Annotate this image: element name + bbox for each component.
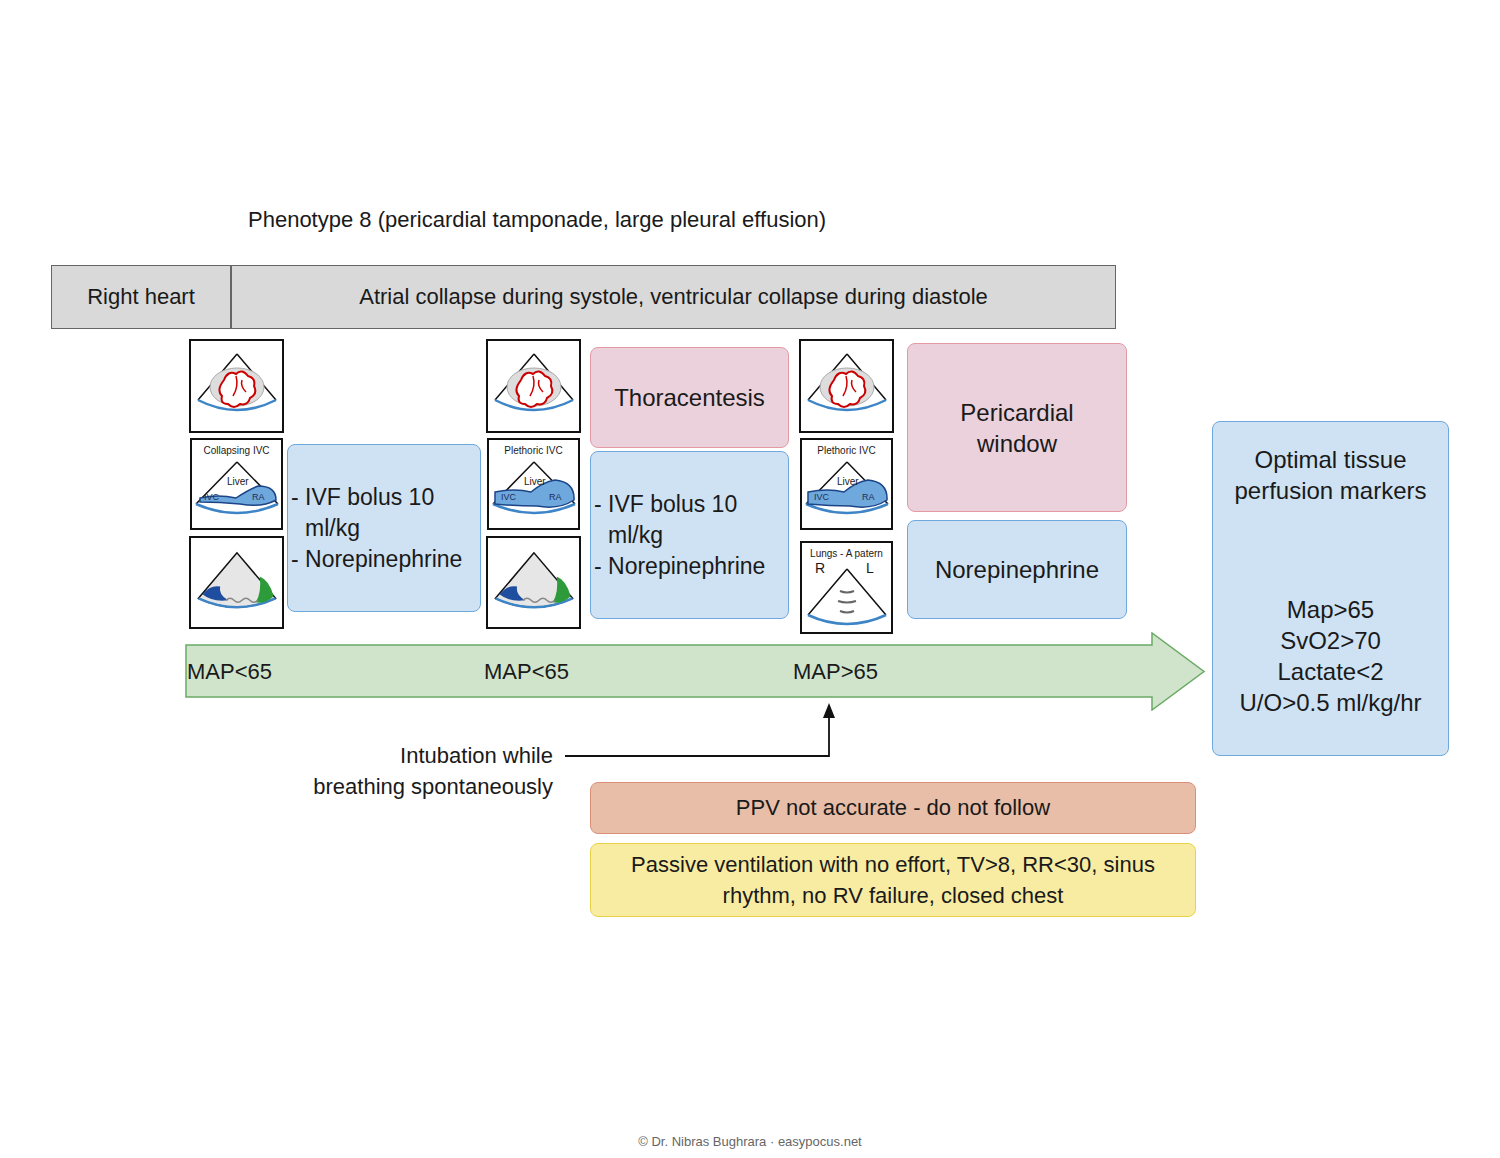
- node-text: Thoracentesis: [614, 384, 765, 412]
- node-text: - Norepinephrine: [288, 544, 480, 575]
- node-text: RA: [862, 492, 875, 503]
- leader-arrowhead: [823, 703, 835, 718]
- node-text: MAP<65: [187, 659, 272, 685]
- node-text: Atrial collapse during systole, ventricu…: [359, 284, 988, 310]
- node-text: MAP<65: [484, 659, 569, 685]
- ivc-echo-icon: [196, 462, 278, 513]
- ivc-icon-box: Plethoric IVC LiverIVC RA: [487, 438, 580, 530]
- timeline-arrow: MAP<65 MAP<65 MAP>65: [185, 632, 1206, 711]
- icon-frame: [487, 340, 580, 432]
- node-text: - Norepinephrine: [591, 551, 788, 582]
- lung-echo-icon: [808, 569, 886, 624]
- node-text: Optimal tissue perfusion markers: [1213, 444, 1448, 506]
- warning-box: PPV not accurate - do not follow: [590, 782, 1196, 834]
- icon-frame: [190, 340, 283, 432]
- procedure-box: Thoracentesis: [590, 347, 789, 448]
- node-text: RA: [252, 492, 265, 503]
- leader-line: [565, 716, 829, 756]
- node-text: L: [866, 560, 874, 576]
- node-text: MAP>65: [793, 659, 878, 685]
- arrow-shape: [185, 632, 1206, 711]
- node-text: IVC: [501, 492, 516, 503]
- node-text: - IVF bolus 10 ml/kg: [591, 489, 788, 551]
- lung-icon-box: Lungs - A paternR L: [800, 541, 893, 634]
- heart-echo-icon: [495, 354, 573, 410]
- node-text: Map>65 SvO2>70 Lactate<2 U/O>0.5 ml/kg/h…: [1237, 594, 1425, 718]
- heart-echo-icon: [808, 354, 886, 410]
- node-text: R: [815, 560, 825, 576]
- node-text: Collapsing IVC: [192, 445, 281, 457]
- node-text: Liver: [837, 476, 859, 488]
- node-text: Passive ventilation with no effort, TV>8…: [613, 849, 1173, 911]
- condition-box: Passive ventilation with no effort, TV>8…: [590, 843, 1196, 917]
- procedure-box: Pericardial window: [907, 343, 1127, 512]
- copyright-watermark: © Dr. Nibras Bughrara · easypocus.net: [450, 1133, 1050, 1151]
- ivc-icon-box: Collapsing IVC LiverIVC RA: [190, 438, 283, 530]
- ivc-echo-icon: [806, 462, 888, 513]
- node-text: IVC: [814, 492, 829, 503]
- ivc-icon-box: Plethoric IVC LiverIVC RA: [800, 438, 893, 530]
- node-text: PPV not accurate - do not follow: [736, 795, 1050, 821]
- target-box: Optimal tissue perfusion markersMap>65 S…: [1212, 421, 1449, 756]
- treatment-box: Norepinephrine: [907, 520, 1127, 619]
- icon-frame: [487, 537, 580, 628]
- node-text: Right heart: [87, 284, 195, 310]
- annotation-text: Intubation while breathing spontaneously: [308, 740, 553, 802]
- node-text: Liver: [524, 476, 546, 488]
- node-text: Liver: [227, 476, 249, 488]
- ivc-echo-icon: [493, 462, 575, 513]
- node-text: Plethoric IVC: [489, 445, 578, 457]
- arrow-outline: [186, 633, 1204, 710]
- node-text: Lungs - A patern: [802, 548, 891, 560]
- icon-frame: [190, 537, 283, 628]
- node-text: Plethoric IVC: [802, 445, 891, 457]
- icon-frame: [800, 340, 893, 432]
- node-text: - IVF bolus 10 ml/kg: [288, 482, 480, 544]
- treatment-box: - IVF bolus 10 ml/kg- Norepinephrine: [287, 444, 481, 612]
- treatment-box: - IVF bolus 10 ml/kg- Norepinephrine: [590, 451, 789, 619]
- node-text: RA: [549, 492, 562, 503]
- node-text: IVC: [204, 492, 219, 503]
- cardiac-echo-icon: [495, 553, 572, 607]
- diagram-title: Phenotype 8 (pericardial tamponade, larg…: [248, 206, 826, 234]
- node-text: Norepinephrine: [935, 556, 1099, 584]
- band-cell: Atrial collapse during systole, ventricu…: [231, 265, 1116, 329]
- cardiac-echo-icon: [198, 553, 275, 607]
- heart-echo-icon: [198, 354, 276, 410]
- node-text: Pericardial window: [948, 397, 1086, 459]
- band-cell: Right heart: [51, 265, 231, 329]
